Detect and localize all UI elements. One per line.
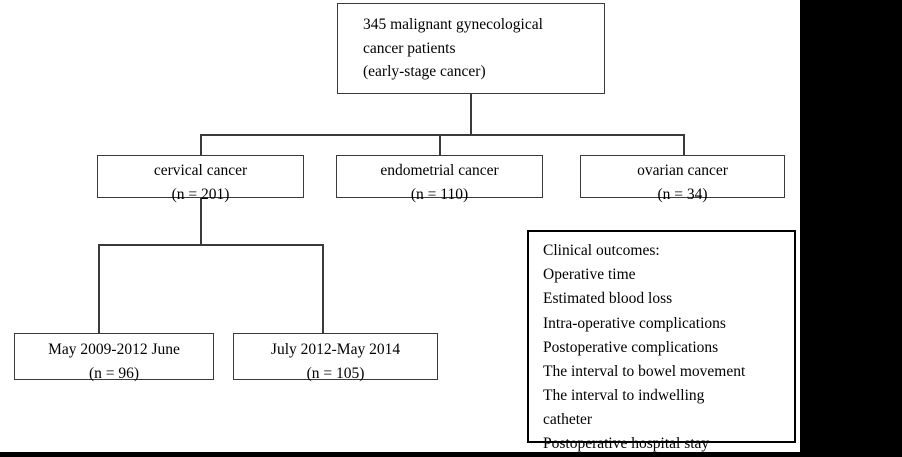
connector-tier1-horizontal-bar [200,134,684,136]
node-clinical-outcomes: Clinical outcomes: Operative time Estima… [527,230,796,452]
node-cervical-cancer: cervical cancer (n = 201) [97,155,304,203]
node-root-cohort: 345 malignant gynecological cancer patie… [337,3,605,94]
node-endometrial-label: endometrial cancer [380,162,499,179]
outcomes-item-interval-bowel-movement: The interval to bowel movement [543,362,746,380]
connector-cervical-down [200,197,202,245]
node-root-line-3: (early-stage cancer) [363,63,486,81]
node-endometrial-cancer: endometrial cancer (n = 110) [336,155,543,203]
node-period-2-label: July 2012-May 2014 [270,341,401,358]
outcomes-item-postoperative-complications: Postoperative complications [543,338,719,356]
node-root-line-2: cancer patients [363,39,456,57]
node-ovarian-label: ovarian cancer [637,162,728,179]
node-root-line-1: 345 malignant gynecological [363,16,543,33]
outcomes-item-interval-indwelling-catheter-line-2: catheter [543,411,593,429]
connector-root-down [470,93,472,135]
outcomes-item-operative-time: Operative time [543,266,636,284]
node-period-2012-2014: July 2012-May 2014 (n = 105) [233,333,438,382]
node-period-1-label: May 2009-2012 June [48,341,180,358]
outcomes-heading: Clinical outcomes: [543,242,660,259]
flowchart-content-area: 345 malignant gynecological cancer patie… [0,0,800,452]
connector-tier1-drop-endometrial [439,134,441,156]
right-black-band [800,0,902,452]
node-period-2009-2012: May 2009-2012 June (n = 96) [14,333,214,382]
node-ovarian-cancer: ovarian cancer (n = 34) [580,155,785,203]
connector-tier2-horizontal-bar [98,244,323,246]
node-cervical-label: cervical cancer [153,162,248,179]
connector-tier2-drop-period-1 [98,244,100,334]
node-ovarian-count: (n = 34) [657,185,708,203]
outcomes-item-estimated-blood-loss: Estimated blood loss [543,290,673,308]
node-period-1-count: (n = 96) [88,364,140,382]
outcomes-item-postoperative-hospital-stay: Postoperative hospital stay [543,435,710,453]
outcomes-item-intra-operative-complications: Intra-operative complications [543,314,726,332]
connector-tier2-drop-period-2 [322,244,324,334]
connector-tier1-drop-ovarian [683,134,685,156]
node-endometrial-count: (n = 110) [410,185,469,203]
outcomes-item-interval-indwelling-catheter-line-1: The interval to indwelling [543,387,705,405]
node-period-2-count: (n = 105) [306,364,365,382]
connector-tier1-drop-cervical [200,134,202,156]
node-cervical-count: (n = 201) [171,185,230,203]
